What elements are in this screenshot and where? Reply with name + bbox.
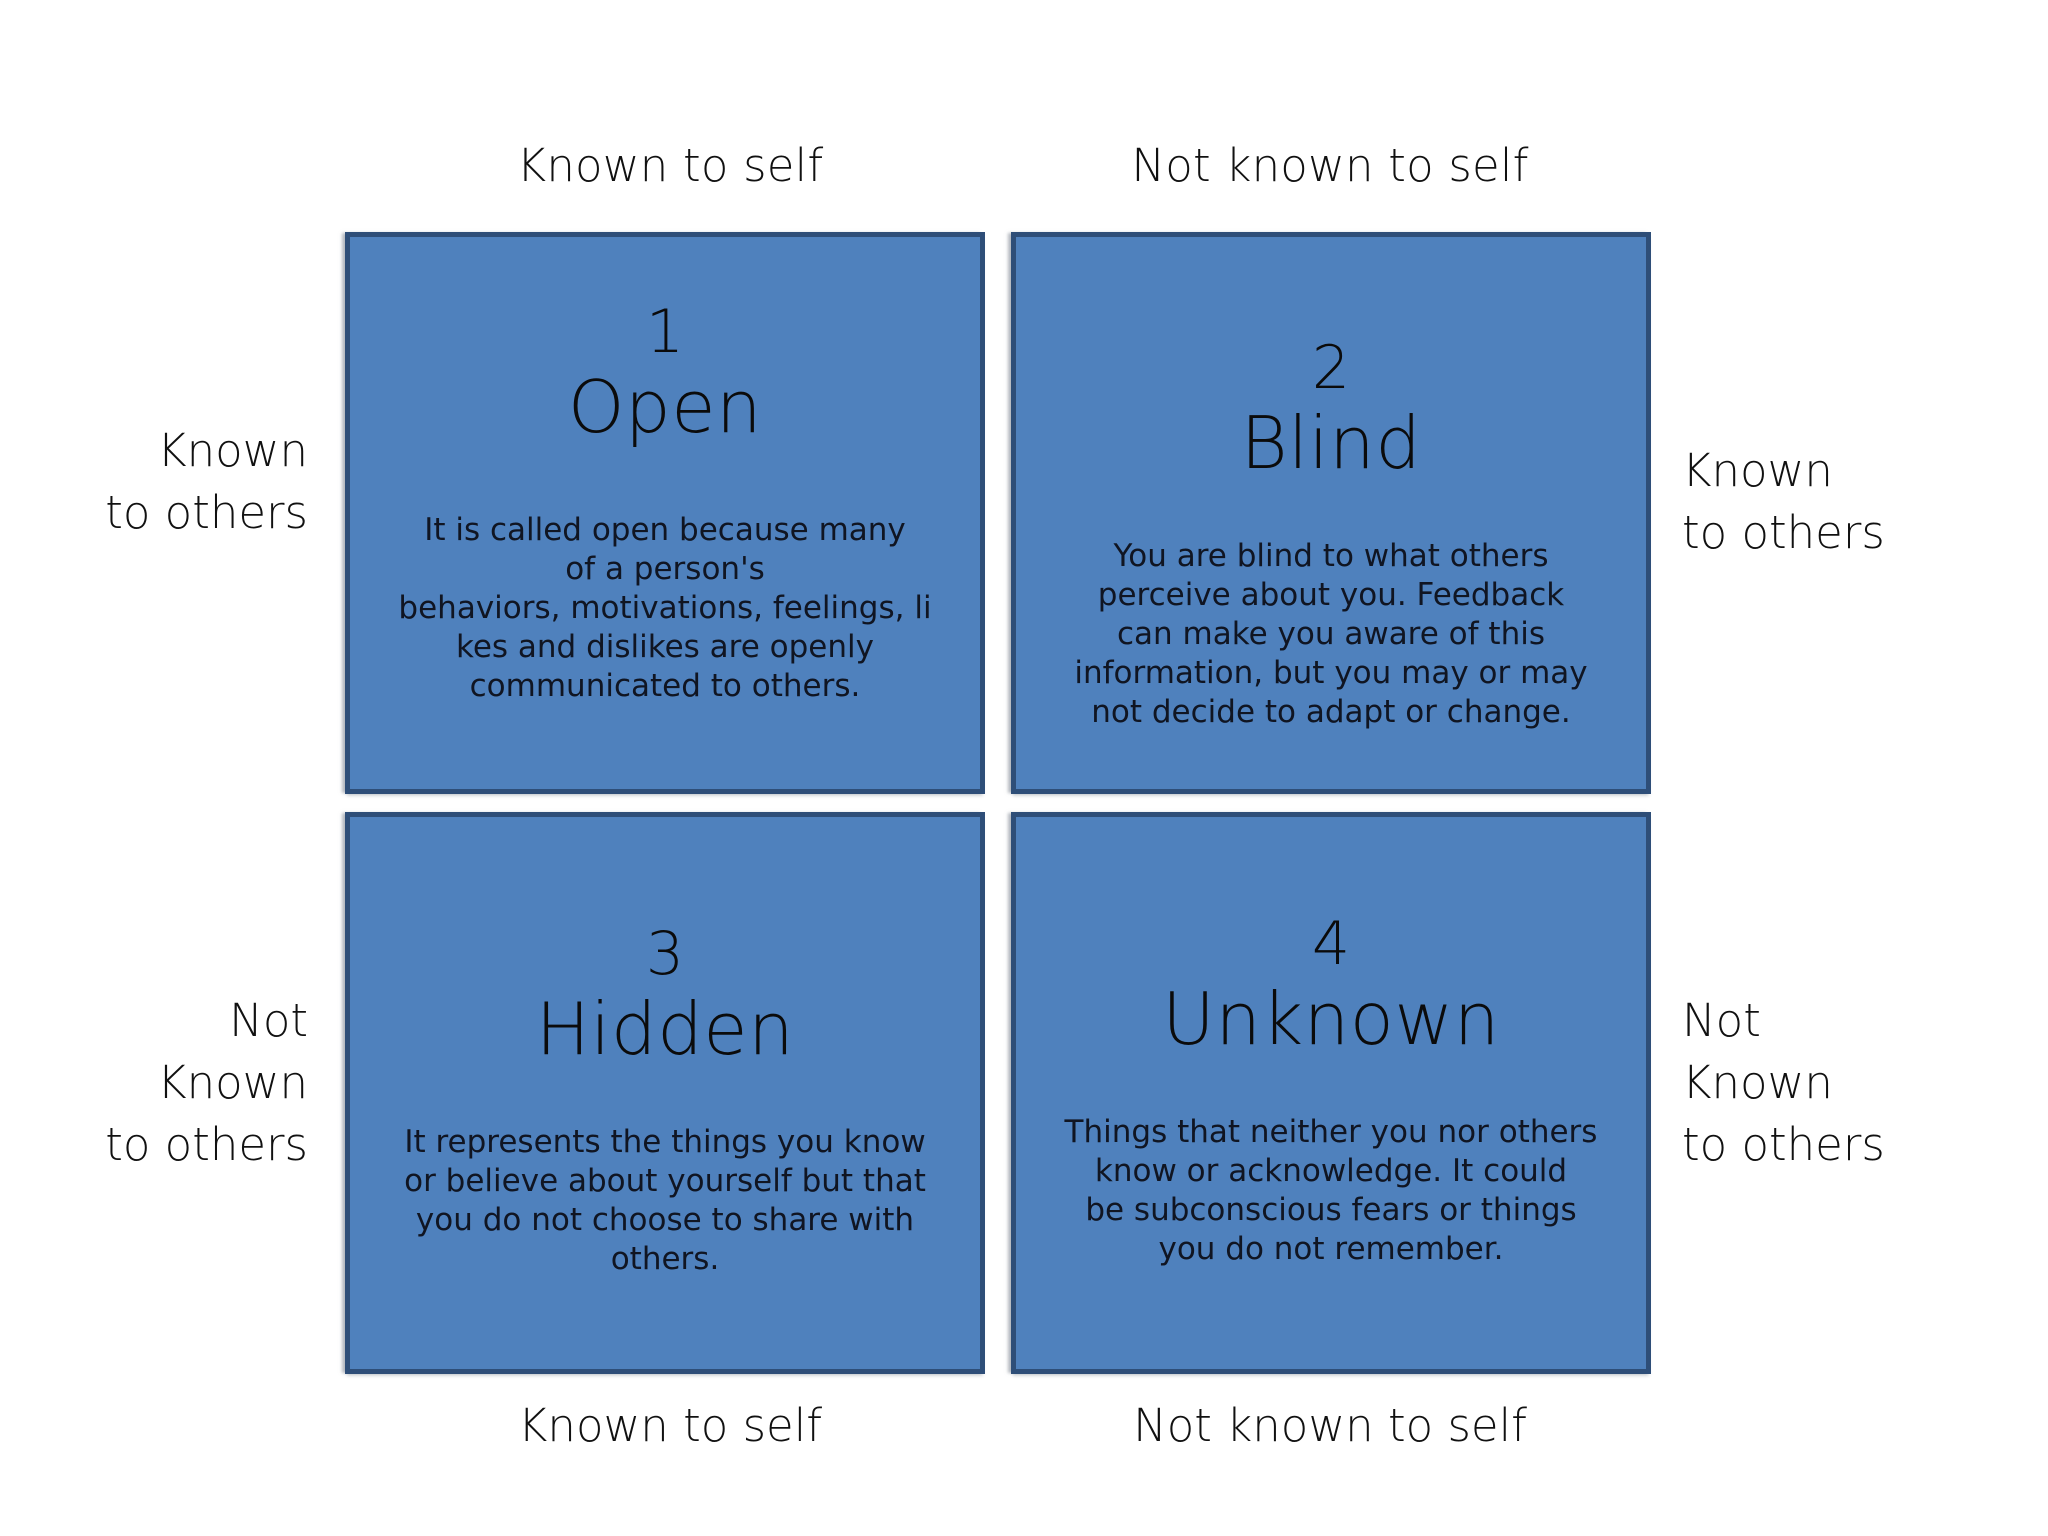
quadrant-number: 2 [1311,333,1351,403]
quadrant-description: You are blind to what others perceive ab… [1074,538,1588,730]
axis-label-bottom-right: Not known to self [1133,1399,1527,1452]
quadrant-title: Blind [1240,401,1422,485]
bottom-axis-labels: Known to self Not known to self [340,1396,1660,1466]
axis-label-top-left: Known to self [516,139,824,192]
axis-label-right-top: Known to others [1682,444,1885,559]
axis-label-bottom-left: Known to self [517,1399,823,1452]
quadrant-description: It represents the things you know or bel… [404,1124,926,1277]
quadrant-hidden: 3 Hidden It represents the things you kn… [345,812,985,1374]
axis-label-right-bottom: Not Known to others [1682,994,1885,1171]
top-axis-labels: Known to self Not known to self [340,136,1660,206]
quadrant-open: 1 Open It is called open because many of… [345,232,985,794]
quadrant-title: Open [567,365,763,449]
quadrant-number: 4 [1311,909,1351,979]
quadrant-title: Hidden [535,987,795,1071]
quadrant-unknown: 4 Unknown Things that neither you nor ot… [1011,812,1651,1374]
quadrant-blind: 2 Blind You are blind to what others per… [1011,232,1651,794]
axis-label-left-bottom: Not Known to others [105,994,308,1171]
axis-label-top-right: Not known to self [1131,139,1529,192]
quadrant-description: Things that neither you nor others know … [1064,1114,1598,1267]
quadrant-number: 1 [645,297,685,367]
quadrant-grid: 1 Open It is called open because many of… [345,232,1651,1374]
quadrant-number: 3 [645,919,685,989]
quadrant-title: Unknown [1162,977,1500,1061]
axis-label-left-top: Known to others [105,424,308,539]
quadrant-description: It is called open because many of a pers… [398,512,932,704]
